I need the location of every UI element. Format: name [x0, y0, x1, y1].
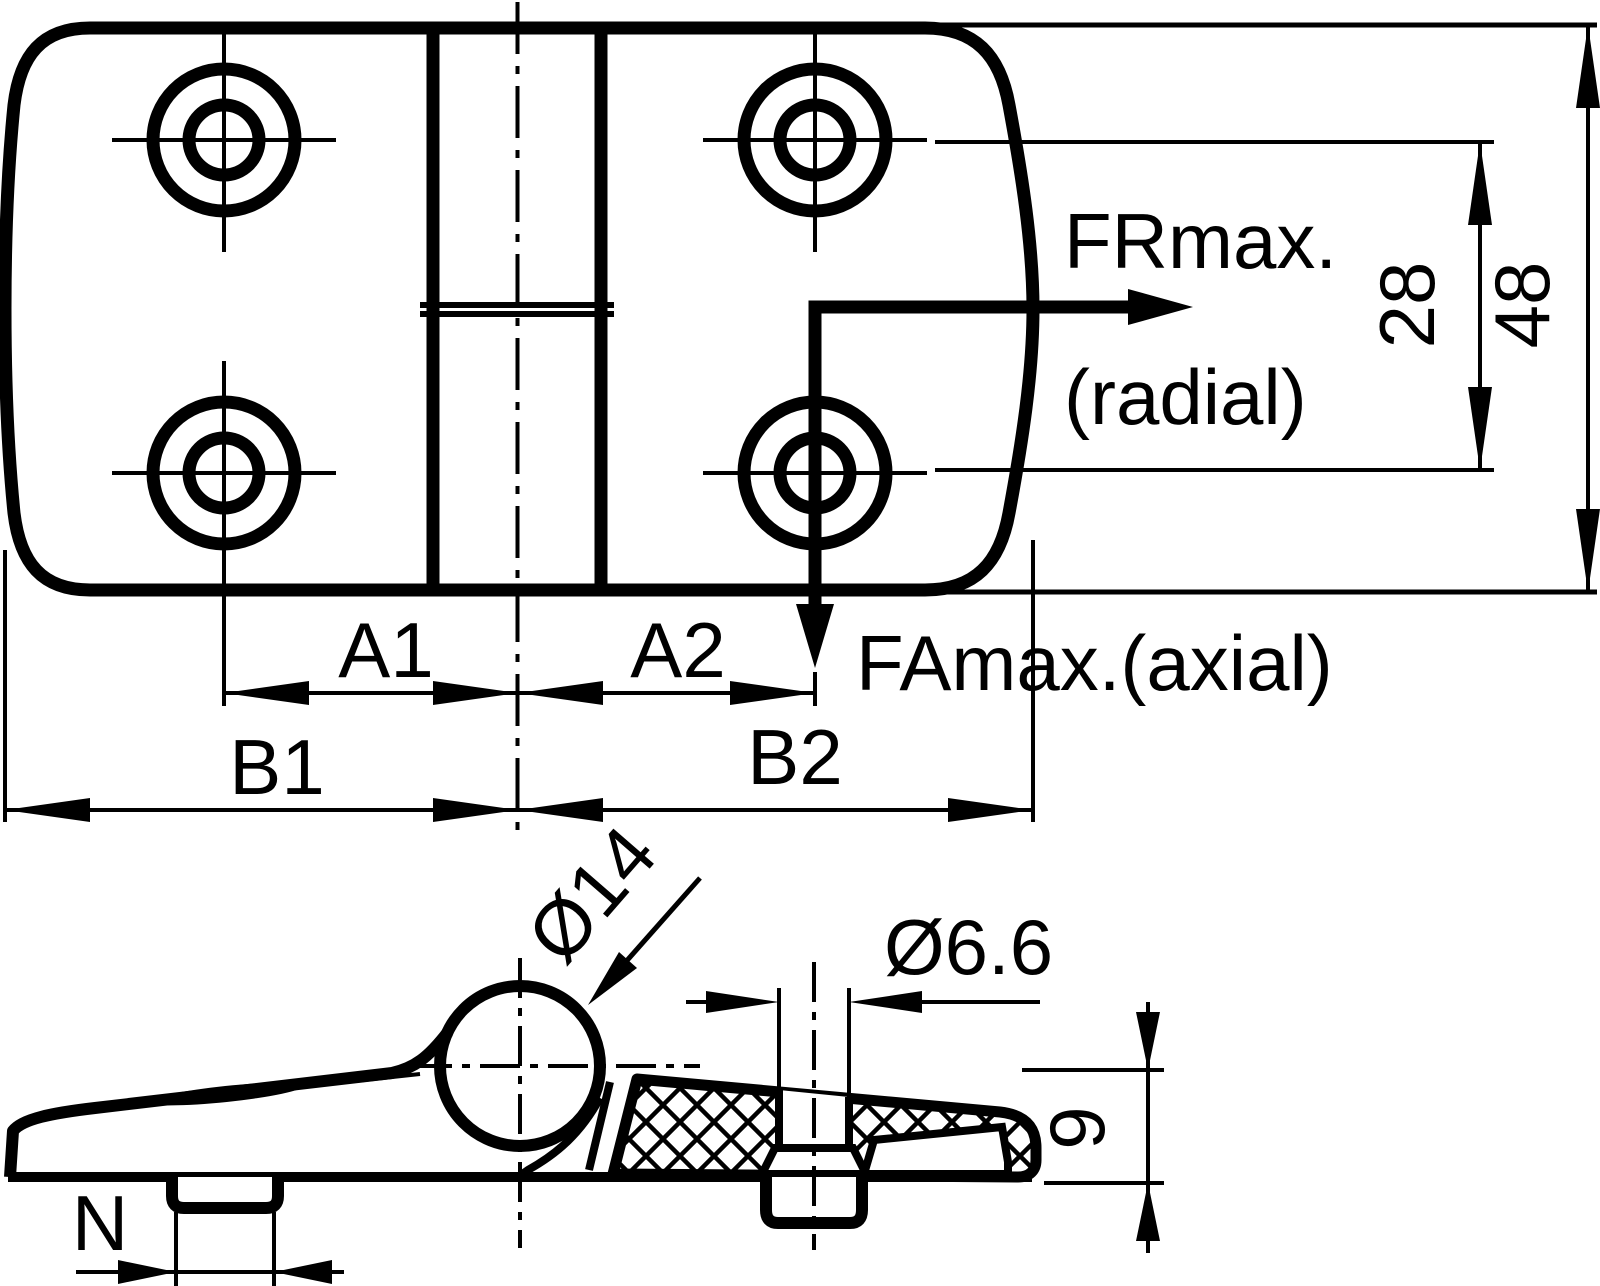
label-b1: B1: [229, 723, 324, 811]
section-relief-pocket: [858, 1122, 1012, 1178]
label-dim-28: 28: [1363, 262, 1451, 349]
dim-28: [935, 140, 1494, 472]
fa-arrowhead-icon: [796, 604, 834, 668]
dim-thickness-9: [1022, 1002, 1164, 1253]
fr-fa-arrow-shaft: [808, 300, 1130, 604]
dim-48: [935, 22, 1600, 595]
wrap-slant-line: [585, 1081, 614, 1171]
label-pin-dia: Ø14: [510, 810, 673, 979]
label-dim-48: 48: [1478, 262, 1566, 349]
dim-a: [222, 596, 817, 706]
left-wing-step-line: [299, 1072, 421, 1089]
section-hole-channel: [755, 1090, 873, 1178]
hole-top-left: [112, 28, 336, 252]
label-a2: A2: [630, 606, 725, 694]
pin-wrap-curve: [515, 1096, 604, 1181]
label-famax: FAmax.(axial): [856, 619, 1333, 707]
label-b2: B2: [747, 713, 842, 801]
left-wing-slot: [148, 1082, 304, 1106]
label-a1: A1: [338, 606, 433, 694]
label-nub: N: [72, 1179, 128, 1267]
side-view: Ø14 Ø6.6 9 N: [4, 810, 1164, 1286]
label-thickness: 9: [1033, 1106, 1121, 1149]
left-nub: [166, 1177, 284, 1214]
dim-pin-dia: [588, 876, 702, 1005]
top-view: FRmax. (radial) FAmax.(axial) 28 48 A1 A…: [0, 2, 1600, 835]
hole-top-right: [703, 28, 927, 252]
hinge-body-outline: [0, 21, 1040, 597]
dim-hole-dia: [686, 988, 1040, 1097]
label-radial: (radial): [1064, 353, 1307, 441]
label-hole-dia: Ø6.6: [884, 903, 1053, 991]
fr-arrowhead-icon: [1128, 289, 1193, 325]
label-frmax: FRmax.: [1064, 197, 1337, 285]
dim-b: [3, 540, 1035, 822]
hole-bottom-left: [112, 361, 336, 596]
force-arrows: [796, 289, 1193, 668]
dim-nub-n: [76, 1212, 344, 1286]
left-wing-outline: [4, 1028, 453, 1178]
